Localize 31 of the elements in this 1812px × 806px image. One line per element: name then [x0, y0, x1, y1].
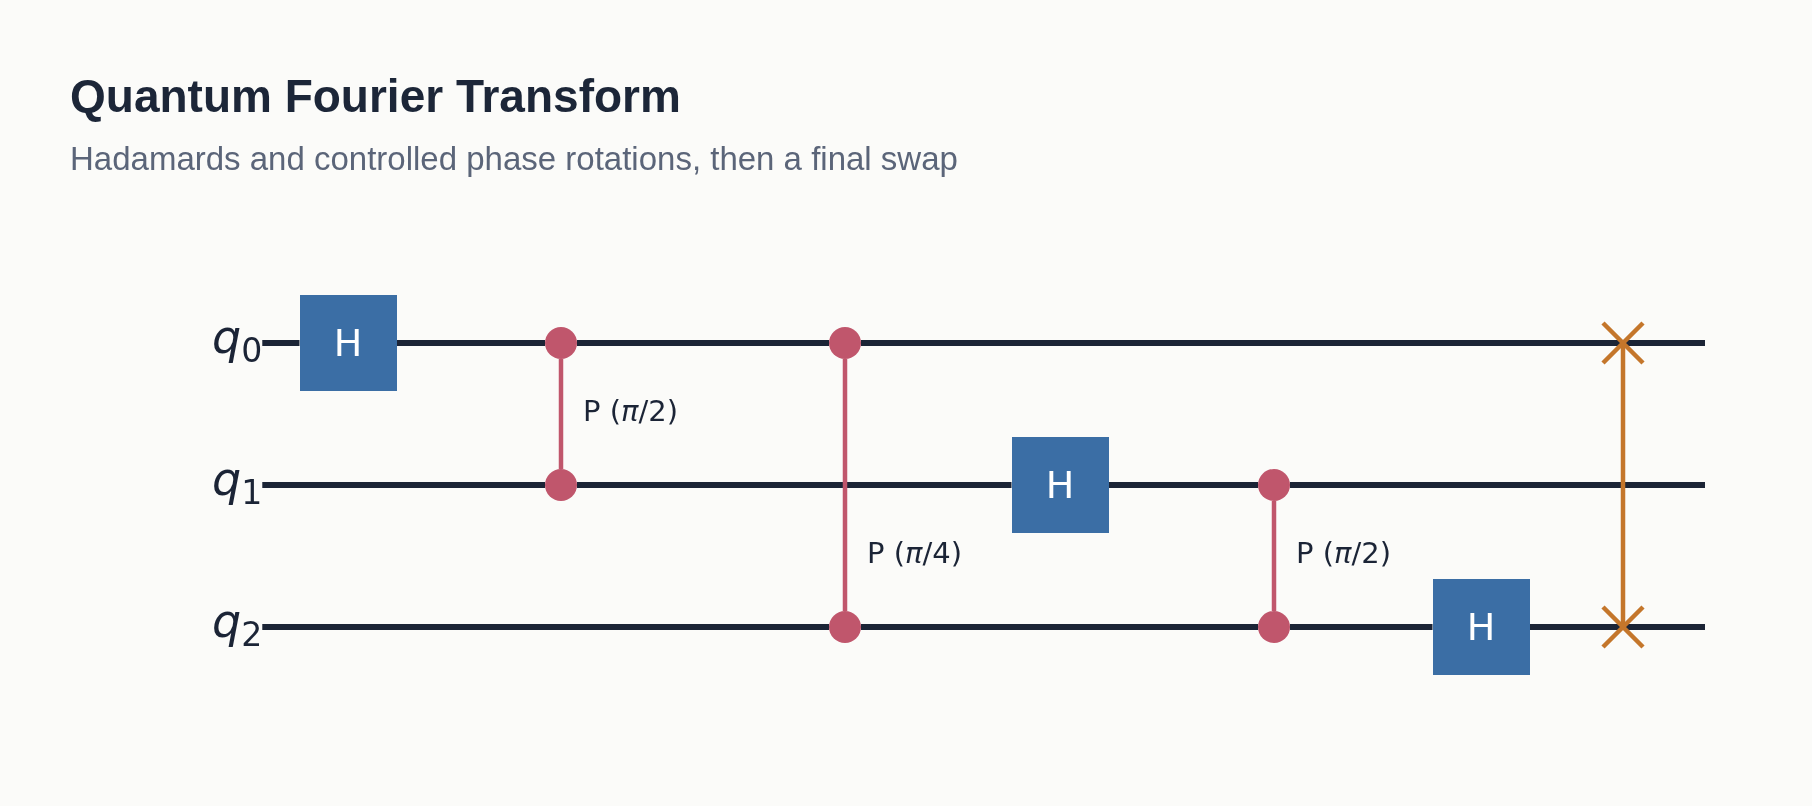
qubit-wire	[861, 624, 1258, 630]
title: Quantum Fourier Transform	[70, 71, 681, 122]
gate-box: H	[1432, 579, 1530, 675]
subtitle: Hadamards and controlled phase rotations, then a final swap	[70, 141, 958, 178]
qubit-wire	[1290, 624, 1433, 630]
swap-line	[1620, 366, 1626, 604]
qubit-wire	[1529, 624, 1600, 630]
qubit-wire	[577, 482, 1012, 488]
control-dot	[829, 327, 861, 359]
control-line	[1271, 501, 1277, 611]
gate-box: H	[1011, 437, 1109, 533]
qubit-wire	[262, 482, 545, 488]
control-dot	[545, 327, 577, 359]
swap-cross	[1600, 604, 1646, 650]
qubit-wire	[577, 340, 829, 346]
control-line	[842, 359, 848, 611]
qubit-wire	[1646, 624, 1705, 630]
control-line	[558, 359, 564, 469]
qubit-wire	[262, 340, 300, 346]
qubit-wire	[1290, 482, 1705, 488]
control-dot	[1258, 469, 1290, 501]
control-dot	[829, 611, 861, 643]
qubit-wire	[262, 624, 829, 630]
control-dot	[545, 469, 577, 501]
gate-box: H	[299, 295, 397, 391]
qubit-wire	[396, 340, 545, 346]
qubit-wire	[1108, 482, 1258, 488]
qubit-wire	[861, 340, 1600, 346]
qubit-wire	[1646, 340, 1705, 346]
control-dot	[1258, 611, 1290, 643]
swap-cross	[1600, 320, 1646, 366]
